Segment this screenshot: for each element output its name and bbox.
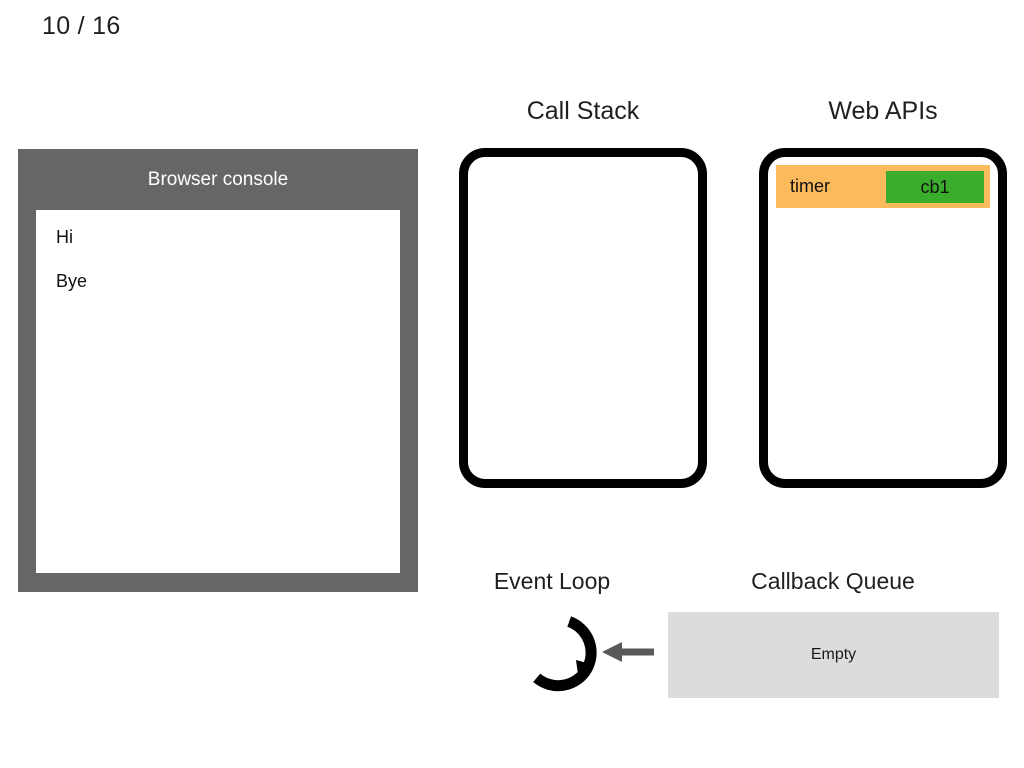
browser-console-panel: Browser console Hi Bye <box>18 149 418 592</box>
slide-counter: 10 / 16 <box>42 12 121 40</box>
callback-queue-heading: Callback Queue <box>751 568 915 594</box>
web-api-task-label: timer <box>790 176 830 196</box>
console-log-line: Bye <box>56 270 88 291</box>
circular-loop-arrow-icon <box>518 612 600 694</box>
web-apis-heading: Web APIs <box>828 97 938 125</box>
web-api-callback-chip: cb1 <box>886 170 984 203</box>
call-stack-panel <box>459 148 707 488</box>
call-stack-heading: Call Stack <box>526 97 640 125</box>
arrow-left-icon <box>602 636 656 668</box>
event-loop-heading: Event Loop <box>493 568 611 594</box>
call-stack-frames <box>468 157 698 479</box>
web-api-task-timer: timer cb1 <box>776 165 990 208</box>
callback-queue-box: Empty <box>668 612 999 698</box>
console-log-line: Hi <box>56 227 73 247</box>
browser-console-title: Browser console <box>147 169 289 190</box>
web-apis-panel: timer cb1 <box>759 148 1007 488</box>
web-apis-task-list: timer cb1 <box>768 157 998 479</box>
callback-queue-status: Empty <box>810 646 857 663</box>
browser-console-output: Hi Bye <box>36 210 400 573</box>
